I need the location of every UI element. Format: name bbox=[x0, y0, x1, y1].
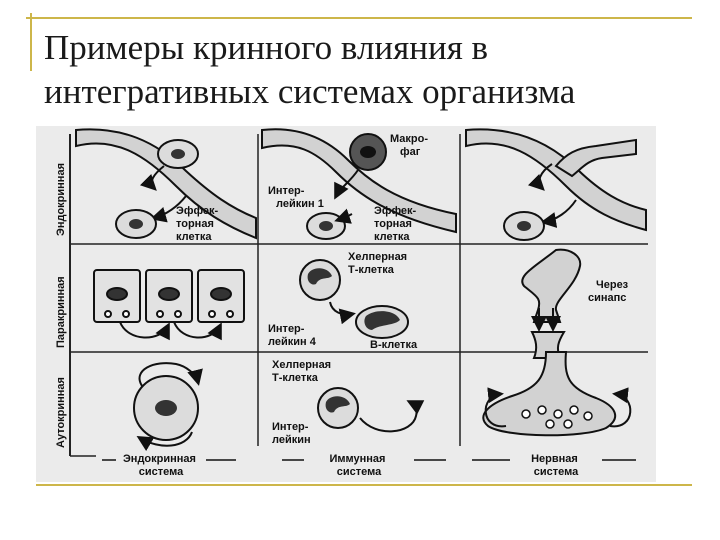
slide-title-line-1: Примеры кринного влияния в bbox=[44, 28, 489, 67]
blood-vessel-r1c2 bbox=[261, 128, 457, 234]
col-label-nervous: Нервная система bbox=[531, 453, 581, 478]
col-label-immune: Иммунная система bbox=[329, 453, 388, 478]
label-interleukin4: Интер- лейкин 4 bbox=[268, 323, 317, 348]
blood-vessel-r1c1 bbox=[75, 128, 257, 240]
helper-t-cell-r2c2 bbox=[299, 259, 341, 301]
label-interleukin-r3c2: Интер- лейкин bbox=[272, 421, 312, 446]
b-cell-r2c2 bbox=[355, 305, 409, 339]
vesicles-r3c3 bbox=[521, 405, 593, 429]
label-b-cell: В-клетка bbox=[370, 339, 418, 351]
label-interleukin1: Интер- лейкин 1 bbox=[268, 185, 324, 210]
grid-lines bbox=[69, 134, 648, 457]
arrow-r1c2-1 bbox=[334, 169, 359, 200]
frame-left-line bbox=[30, 13, 32, 71]
secreting-cell-r1c1 bbox=[157, 139, 199, 169]
arrow-r3c1-1 bbox=[138, 362, 203, 387]
arrow-r3c3-1 bbox=[484, 387, 507, 428]
arrow-r2c1-2 bbox=[173, 321, 222, 341]
epithelial-cells-r2c1 bbox=[93, 269, 245, 323]
arrow-r1c1-1 bbox=[139, 165, 165, 191]
slide-title-line-2: интегративных системах организма bbox=[44, 72, 576, 111]
autocrine-cell-r3c1 bbox=[133, 375, 199, 441]
arrow-r1c2-2 bbox=[334, 208, 353, 224]
label-helper-r2c2: Хелперная Т-клетка bbox=[348, 251, 410, 276]
label-macrophage: Макро- фаг bbox=[390, 133, 431, 158]
signaling-diagram: Эндокринная Паракринная Аутокринная Эффе… bbox=[36, 126, 656, 482]
arrow-r1c1-2 bbox=[150, 195, 187, 223]
arrow-r1c3-1 bbox=[527, 163, 553, 191]
label-helper-r3c2: Хелперная Т-клетка bbox=[272, 359, 334, 384]
neuron-ending-r3c3 bbox=[482, 351, 617, 437]
arrow-r1c3-2 bbox=[540, 199, 577, 228]
label-effector-r1c2: Эффек- торная клетка bbox=[374, 205, 419, 243]
effector-cell-r1c2 bbox=[306, 212, 346, 240]
frame-bottom-line bbox=[36, 484, 692, 486]
effector-cell-r1c1 bbox=[115, 209, 157, 239]
frame-top-line bbox=[26, 17, 692, 19]
arrow-r3c3-2 bbox=[609, 387, 632, 428]
effector-cell-r1c3 bbox=[503, 211, 545, 241]
col-label-endocrine: Эндокринная система bbox=[123, 453, 199, 478]
slide-title: Примеры кринного влияния в интегративных… bbox=[44, 26, 684, 114]
arrow-r2c2-1 bbox=[329, 301, 356, 325]
row-label-endocrine: Эндокринная bbox=[55, 163, 67, 236]
neuron-terminal-r1c3 bbox=[554, 138, 637, 178]
row-label-paracrine: Паракринная bbox=[55, 276, 67, 348]
helper-t-cell-r3c2 bbox=[317, 387, 359, 429]
arrow-r3c1-2 bbox=[136, 431, 193, 452]
row-label-autocrine: Аутокринная bbox=[55, 377, 67, 448]
arrow-r2c1-1 bbox=[119, 321, 170, 341]
label-synapse: Через синапс bbox=[588, 279, 631, 304]
synapse-neuron-r2c3 bbox=[521, 248, 582, 323]
signaling-diagram-svg: Эндокринная Паракринная Аутокринная Эффе… bbox=[55, 128, 648, 478]
arrow-r3c2-1 bbox=[359, 400, 425, 433]
blood-vessel-r1c3 bbox=[465, 128, 647, 232]
macrophage-cell-r1c2 bbox=[349, 133, 387, 171]
label-effector-r1c1: Эффек- торная клетка bbox=[176, 205, 221, 243]
